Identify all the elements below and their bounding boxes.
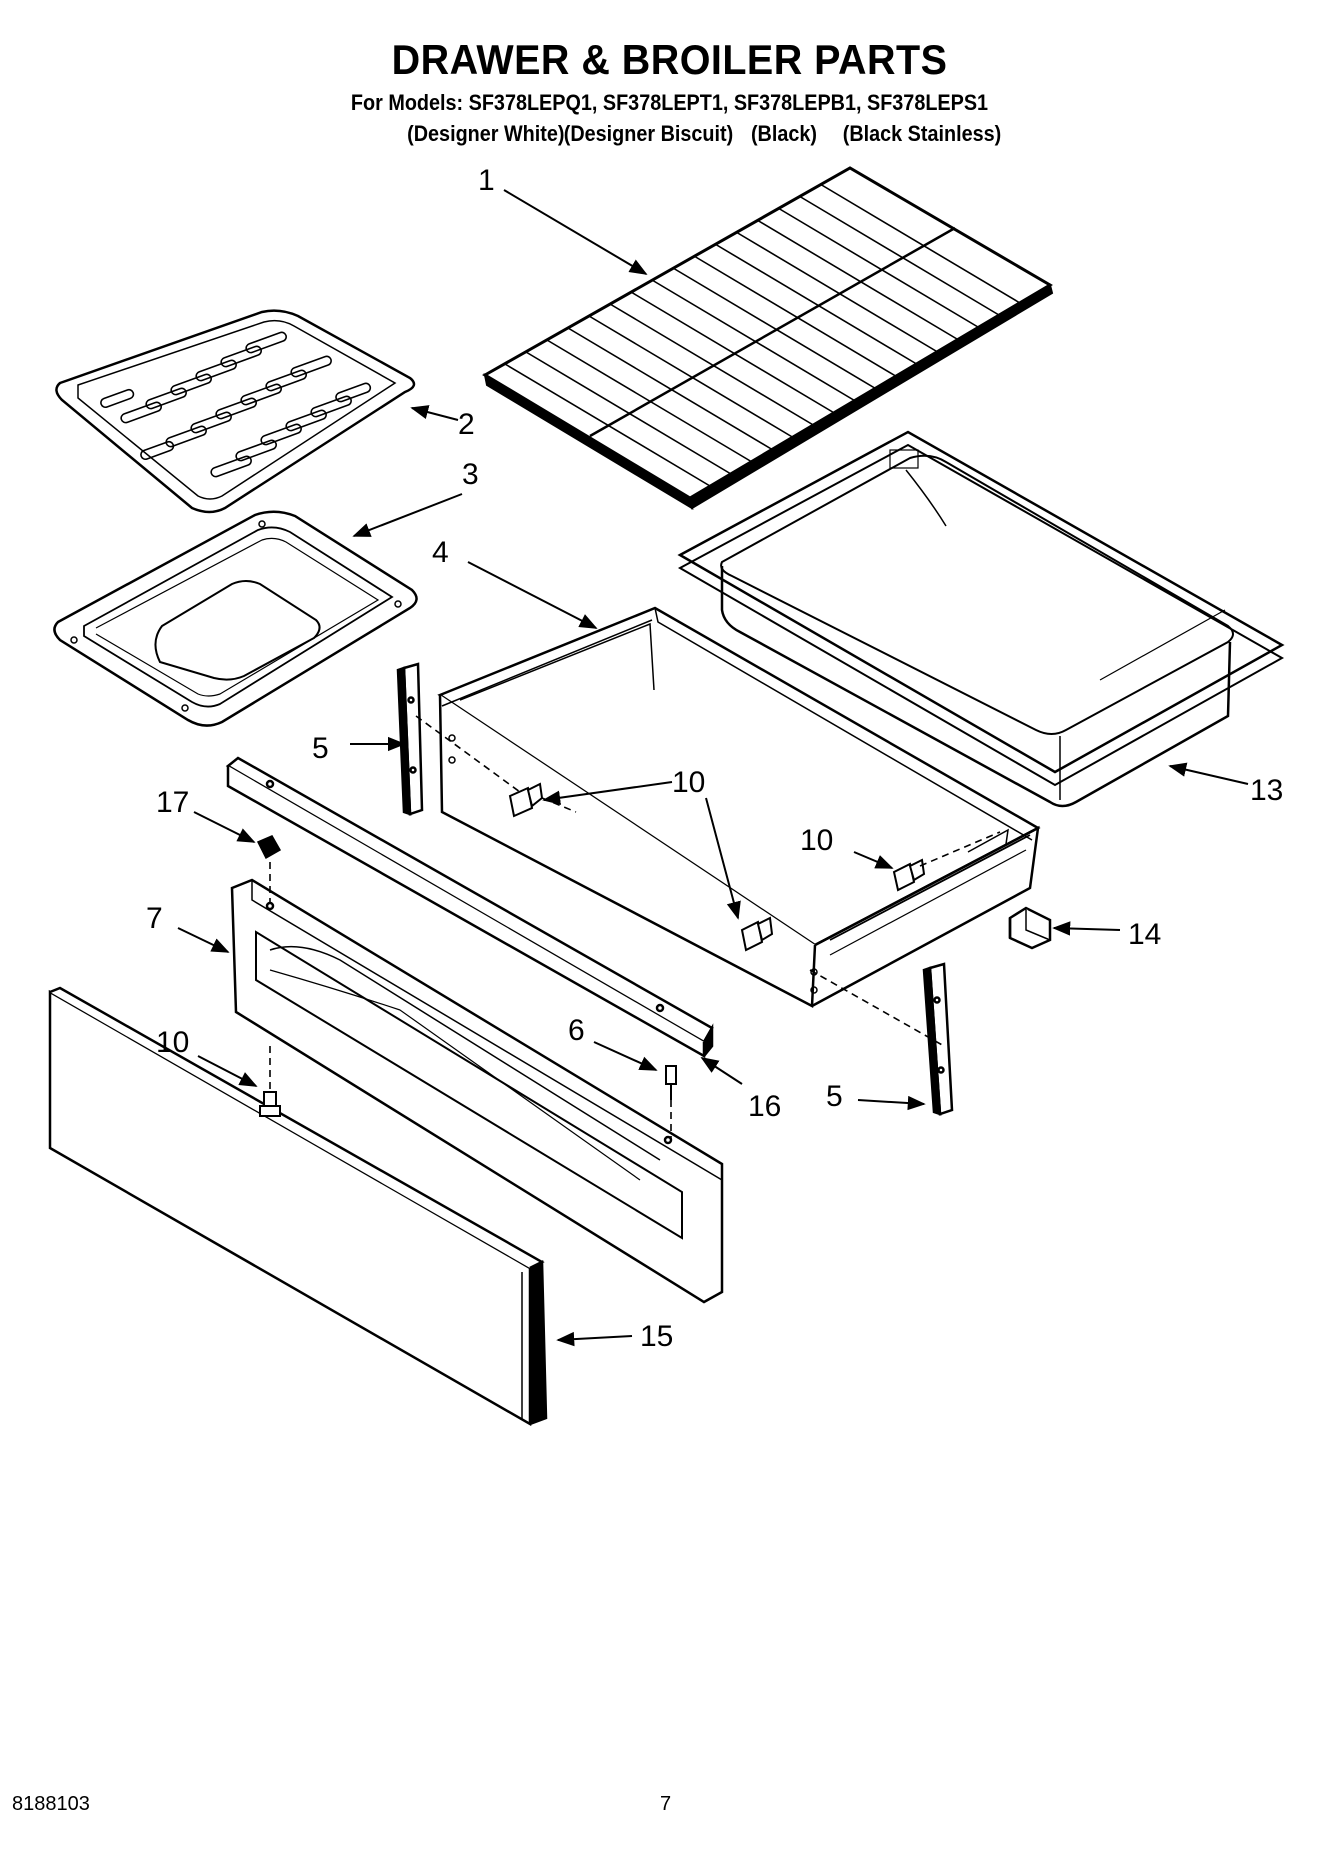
- part-16-support-bar: [225, 756, 714, 1059]
- callout-15: 15: [640, 1320, 673, 1353]
- part-17-clip: [256, 835, 282, 860]
- callout-10-c: 10: [800, 824, 833, 857]
- page-number: 7: [660, 1793, 672, 1815]
- part-1-rack: [482, 166, 1054, 511]
- part-5-slide-left: [396, 662, 424, 816]
- part-5-slide-right: [922, 962, 954, 1116]
- callout-5-left: 5: [312, 732, 329, 765]
- part-15-drawer-panel: [48, 986, 548, 1427]
- part-6-pin: [665, 1065, 677, 1100]
- leader-arrows: [177, 189, 1249, 1347]
- variant-black-stainless: (Black Stainless): [842, 121, 1002, 146]
- doc-number: 8188103: [12, 1793, 90, 1815]
- variant-black: (Black): [750, 121, 817, 146]
- part-13-drawer-liner: [677, 430, 1285, 808]
- callout-4: 4: [432, 536, 449, 569]
- variant-designer-white: (Designer White): [407, 121, 565, 146]
- variant-designer-biscuit: (Designer Biscuit): [563, 121, 734, 146]
- models-line: For Models: SF378LEPQ1, SF378LEPT1, SF37…: [350, 90, 989, 115]
- part-10-screw-c: [740, 916, 774, 952]
- part-2-broiler-grid: [55, 309, 416, 514]
- callout-14: 14: [1128, 918, 1161, 951]
- callout-2: 2: [458, 408, 475, 441]
- callout-10-a: 10: [672, 766, 705, 799]
- callout-16: 16: [748, 1090, 781, 1123]
- callout-13: 13: [1250, 774, 1283, 807]
- part-3-broiler-pan: [53, 510, 418, 727]
- part-14-clip: [1008, 906, 1052, 950]
- part-10-screw-a: [508, 782, 544, 818]
- callout-7: 7: [146, 902, 163, 935]
- callout-10-d: 10: [156, 1026, 189, 1059]
- page-title: DRAWER & BROILER PARTS: [391, 36, 948, 83]
- part-7-drawer-frame: [230, 878, 724, 1304]
- callout-1: 1: [478, 164, 495, 197]
- part-10-screw-d: [259, 1091, 281, 1117]
- callout-5-right: 5: [826, 1080, 843, 1113]
- callout-17: 17: [156, 786, 189, 819]
- callout-6: 6: [568, 1014, 585, 1047]
- callout-3: 3: [462, 458, 479, 491]
